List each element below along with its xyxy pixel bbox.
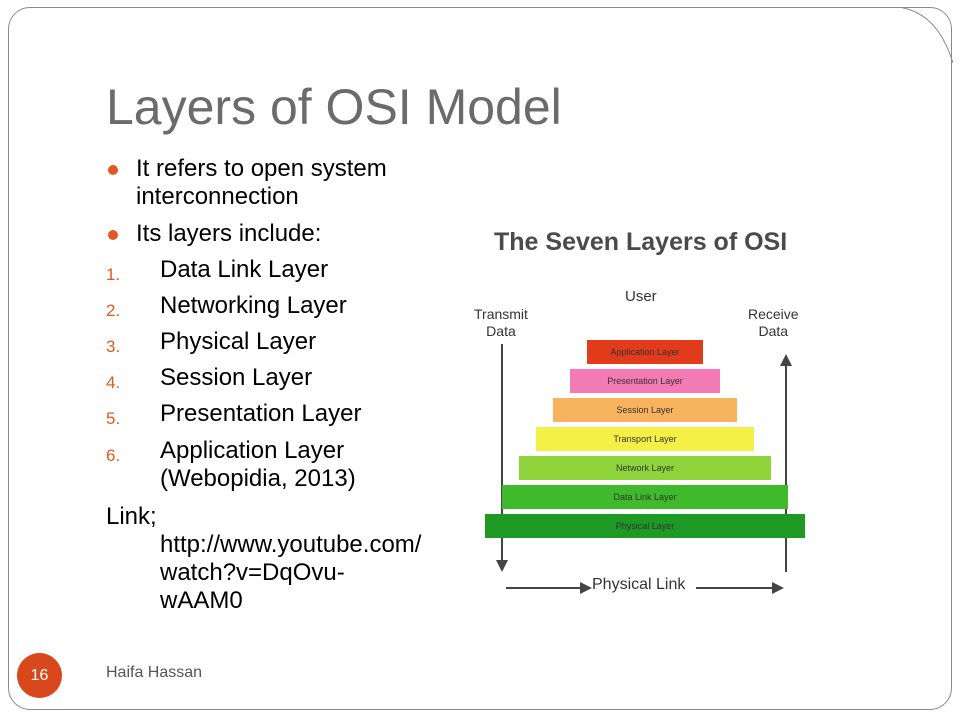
osi-layer-bar: Data Link Layer (502, 485, 788, 509)
item-text: Presentation Layer (160, 400, 362, 427)
receive-data-label: Receive Data (748, 306, 799, 339)
diagram-title: The Seven Layers of OSI (494, 228, 788, 256)
item-text: Physical Layer (160, 328, 317, 355)
item-number: 4. (106, 373, 121, 392)
physical-link-label: Physical Link (592, 576, 686, 593)
item-number: 2. (106, 301, 121, 320)
slide-frame (8, 7, 952, 710)
osi-layer-bar: Network Layer (519, 456, 771, 480)
numbered-item: 4. Session Layer (106, 364, 450, 392)
numbered-item: 3. Physical Layer (106, 328, 450, 356)
item-text: Application Layer (Webopidia, 2013) (160, 437, 356, 492)
osi-layer-bar: Physical Layer (485, 514, 805, 538)
page-curl-icon (897, 7, 953, 63)
bullet-text: Its layers include: (136, 220, 322, 247)
page-number-badge: 16 (17, 653, 62, 698)
item-text: Data Link Layer (160, 256, 329, 283)
osi-layer-bar: Transport Layer (536, 427, 754, 451)
numbered-item: 1. Data Link Layer (106, 256, 450, 284)
author-footer: Haifa Hassan (106, 664, 203, 681)
numbered-item: 6. Application Layer (Webopidia, 2013) (106, 437, 450, 493)
numbered-item: 2. Networking Layer (106, 292, 450, 320)
arrow-right-icon (580, 582, 592, 594)
item-number: 6. (106, 446, 121, 465)
item-text: Networking Layer (160, 292, 347, 319)
youtube-link[interactable]: http://www.youtube.com/ watch?v=DqOvu- w… (160, 531, 422, 614)
osi-layer-bar: Application Layer (587, 340, 703, 364)
bullet-item: Its layers include: (108, 220, 456, 248)
item-number: 5. (106, 409, 121, 428)
item-number: 3. (106, 337, 121, 356)
arrow-right-icon (772, 582, 784, 594)
item-number: 1. (106, 265, 121, 284)
bullet-dot-icon (108, 230, 118, 240)
transmit-data-label: Transmit Data (474, 306, 528, 339)
bullet-dot-icon (108, 165, 118, 175)
item-text: Session Layer (160, 364, 313, 391)
user-label: User (625, 288, 657, 305)
link-block: Link; http://www.youtube.com/ watch?v=Dq… (106, 503, 446, 615)
osi-layer-bar: Presentation Layer (570, 369, 720, 393)
slide-title: Layers of OSI Model (106, 79, 562, 135)
arrow-down-icon (496, 560, 508, 572)
bullet-text: It refers to open system interconnection (136, 155, 387, 210)
bullet-item: It refers to open system interconnection (108, 155, 456, 211)
osi-layer-bar: Session Layer (553, 398, 737, 422)
link-label: Link; (106, 503, 157, 530)
arrow-up-icon (780, 354, 792, 366)
numbered-item: 5. Presentation Layer (106, 400, 450, 428)
osi-diagram: The Seven Layers of OSI User Transmit Da… (470, 214, 820, 618)
